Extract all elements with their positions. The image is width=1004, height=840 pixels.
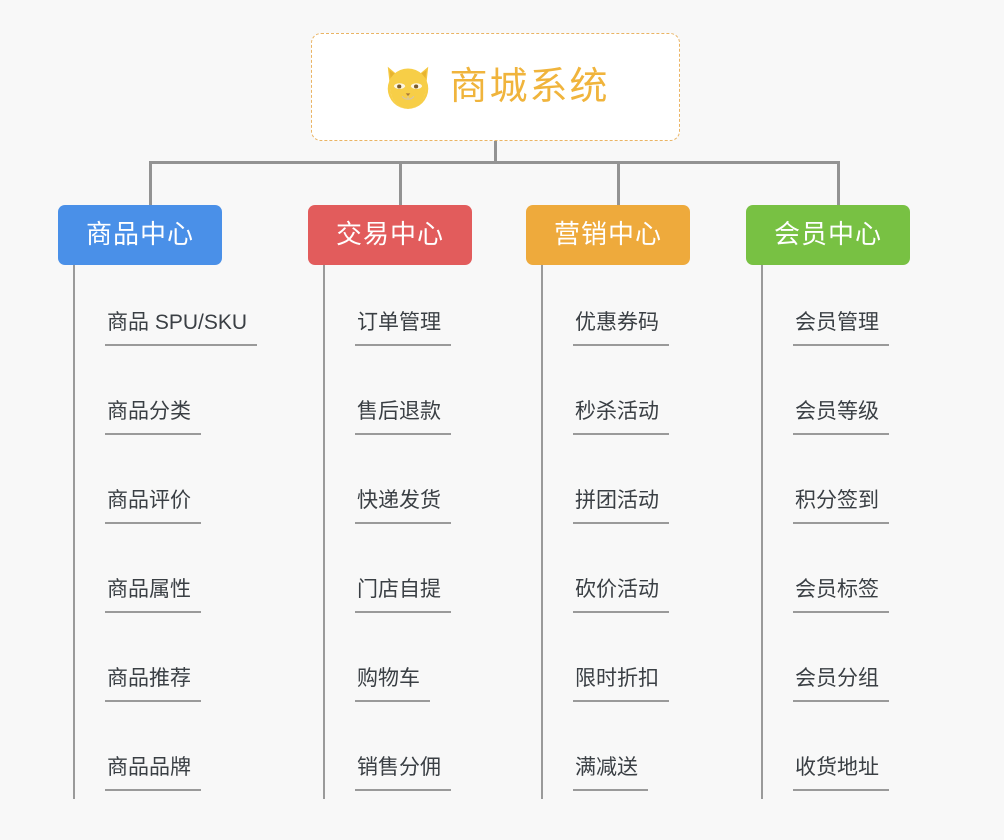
list-item[interactable]: 订单管理 xyxy=(325,265,548,354)
branch-column-trade: 交易中心 订单管理 售后退款 快递发货 门店自提 购物车 销售分佣 xyxy=(308,205,548,799)
leaf-label: 优惠券码 xyxy=(573,310,669,346)
list-item[interactable]: 门店自提 xyxy=(325,532,548,621)
branch-column-product: 商品中心 商品 SPU/SKU 商品分类 商品评价 商品属性 商品推荐 商品品牌 xyxy=(58,205,298,799)
list-item[interactable]: 商品分类 xyxy=(75,354,298,443)
leaf-label: 拼团活动 xyxy=(573,488,669,524)
list-item[interactable]: 会员分组 xyxy=(763,621,986,710)
leaf-label: 会员等级 xyxy=(793,399,889,435)
leaf-label: 订单管理 xyxy=(355,310,451,346)
leaf-label: 门店自提 xyxy=(355,577,451,613)
branch-column-marketing: 营销中心 优惠券码 秒杀活动 拼团活动 砍价活动 限时折扣 满减送 xyxy=(526,205,766,799)
list-item[interactable]: 商品品牌 xyxy=(75,710,298,799)
list-item[interactable]: 收货地址 xyxy=(763,710,986,799)
list-item[interactable]: 会员标签 xyxy=(763,532,986,621)
shiba-dog-face-icon xyxy=(388,66,429,111)
list-item[interactable]: 销售分佣 xyxy=(325,710,548,799)
branch-column-member: 会员中心 会员管理 会员等级 积分签到 会员标签 会员分组 收货地址 xyxy=(746,205,986,799)
leaf-label: 会员标签 xyxy=(793,577,889,613)
leaf-label: 商品评价 xyxy=(105,488,201,524)
root-node-shop-system[interactable]: 商城系统 xyxy=(311,33,680,141)
leaf-list-marketing: 优惠券码 秒杀活动 拼团活动 砍价活动 限时折扣 满减送 xyxy=(541,264,766,799)
list-item[interactable]: 会员管理 xyxy=(763,265,986,354)
leaf-list-product: 商品 SPU/SKU 商品分类 商品评价 商品属性 商品推荐 商品品牌 xyxy=(73,264,298,799)
leaf-label: 积分签到 xyxy=(793,488,889,524)
list-item[interactable]: 快递发货 xyxy=(325,443,548,532)
branch-header-marketing[interactable]: 营销中心 xyxy=(526,205,691,265)
root-node-title: 商城系统 xyxy=(449,66,610,108)
connector-drop-3 xyxy=(617,161,620,205)
list-item[interactable]: 商品评价 xyxy=(75,443,298,532)
list-item[interactable]: 会员等级 xyxy=(763,354,986,443)
leaf-label: 商品 SPU/SKU xyxy=(105,310,258,346)
list-item[interactable]: 优惠券码 xyxy=(543,265,766,354)
leaf-list-member: 会员管理 会员等级 积分签到 会员标签 会员分组 收货地址 xyxy=(761,264,986,799)
list-item[interactable]: 售后退款 xyxy=(325,354,548,443)
list-item[interactable]: 购物车 xyxy=(325,621,548,710)
list-item[interactable]: 砍价活动 xyxy=(543,532,766,621)
leaf-label: 砍价活动 xyxy=(573,577,669,613)
leaf-label: 售后退款 xyxy=(355,399,451,435)
leaf-list-trade: 订单管理 售后退款 快递发货 门店自提 购物车 销售分佣 xyxy=(323,264,548,799)
leaf-label: 销售分佣 xyxy=(355,755,451,791)
leaf-label: 商品属性 xyxy=(105,577,201,613)
leaf-label: 秒杀活动 xyxy=(573,399,669,435)
connector-drop-4 xyxy=(837,161,840,205)
leaf-label: 收货地址 xyxy=(793,755,889,791)
list-item[interactable]: 积分签到 xyxy=(763,443,986,532)
leaf-label: 满减送 xyxy=(573,755,648,791)
leaf-label: 购物车 xyxy=(355,666,430,702)
list-item[interactable]: 商品推荐 xyxy=(75,621,298,710)
branch-header-product[interactable]: 商品中心 xyxy=(58,205,223,265)
list-item[interactable]: 满减送 xyxy=(543,710,766,799)
leaf-label: 会员管理 xyxy=(793,310,889,346)
leaf-label: 商品推荐 xyxy=(105,666,201,702)
leaf-label: 商品分类 xyxy=(105,399,201,435)
branch-header-member[interactable]: 会员中心 xyxy=(746,205,911,265)
connector-root-stem xyxy=(494,141,497,163)
list-item[interactable]: 拼团活动 xyxy=(543,443,766,532)
leaf-label: 快递发货 xyxy=(355,488,451,524)
leaf-label: 商品品牌 xyxy=(105,755,201,791)
leaf-label: 限时折扣 xyxy=(573,666,669,702)
connector-drop-2 xyxy=(399,161,402,205)
connector-horizontal-bus xyxy=(150,161,840,164)
list-item[interactable]: 商品 SPU/SKU xyxy=(75,265,298,354)
list-item[interactable]: 秒杀活动 xyxy=(543,354,766,443)
connector-drop-1 xyxy=(149,161,152,205)
list-item[interactable]: 商品属性 xyxy=(75,532,298,621)
leaf-label: 会员分组 xyxy=(793,666,889,702)
list-item[interactable]: 限时折扣 xyxy=(543,621,766,710)
branch-header-trade[interactable]: 交易中心 xyxy=(308,205,473,265)
